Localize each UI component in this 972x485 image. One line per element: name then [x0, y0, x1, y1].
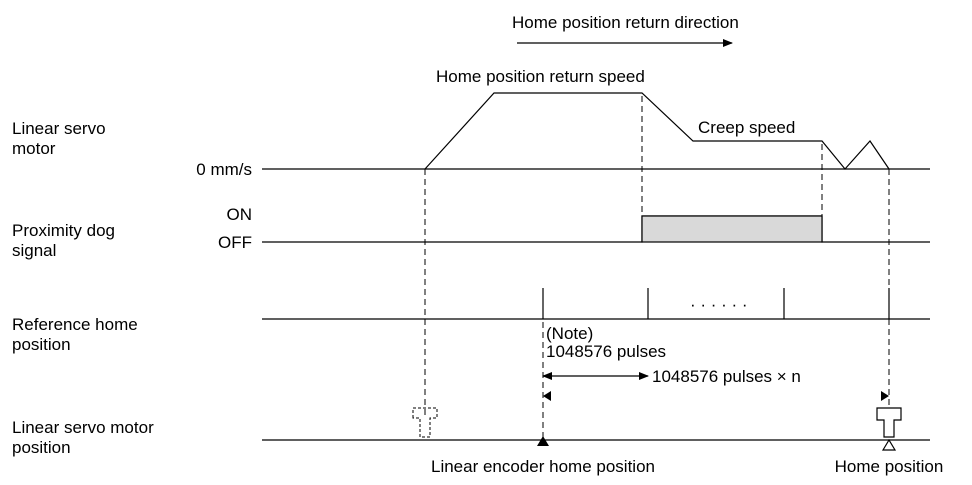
- start-position-marker: [412, 407, 438, 438]
- ref-label-line2: position: [12, 335, 71, 354]
- motor-label-line2: motor: [12, 139, 56, 158]
- home-position-label: Home position: [835, 457, 944, 476]
- encoder-home-label: Linear encoder home position: [431, 457, 655, 476]
- speed-profile-line: [424, 92, 890, 170]
- pulses-n-label: 1048576 pulses × n: [652, 367, 801, 386]
- ref-label-line1: Reference home: [12, 315, 138, 334]
- pulses-label: 1048576 pulses: [546, 342, 666, 361]
- dog-on-label: ON: [227, 205, 253, 224]
- dog-label-line1: Proximity dog: [12, 221, 115, 240]
- dog-signal-line: [262, 215, 930, 243]
- encoder-home-marker: [537, 436, 549, 446]
- home-position-marker: [876, 407, 902, 451]
- dog-off-label: OFF: [218, 233, 252, 252]
- home-arrowhead: [881, 391, 889, 401]
- pulse-ellipsis: · · · · · ·: [690, 295, 748, 314]
- note-label: (Note): [546, 324, 593, 343]
- dog-on-pulse: [641, 215, 823, 243]
- dog-label-line2: signal: [12, 241, 56, 260]
- motor-label-line1: Linear servo: [12, 119, 106, 138]
- return-speed-label: Home position return speed: [436, 67, 645, 86]
- pos-label-line2: position: [12, 438, 71, 457]
- direction-label: Home position return direction: [512, 13, 739, 32]
- pos-label-line1: Linear servo motor: [12, 418, 154, 437]
- zero-speed-label: 0 mm/s: [196, 160, 252, 179]
- creep-speed-label: Creep speed: [698, 118, 795, 137]
- encoder-home-arrowhead: [543, 391, 551, 401]
